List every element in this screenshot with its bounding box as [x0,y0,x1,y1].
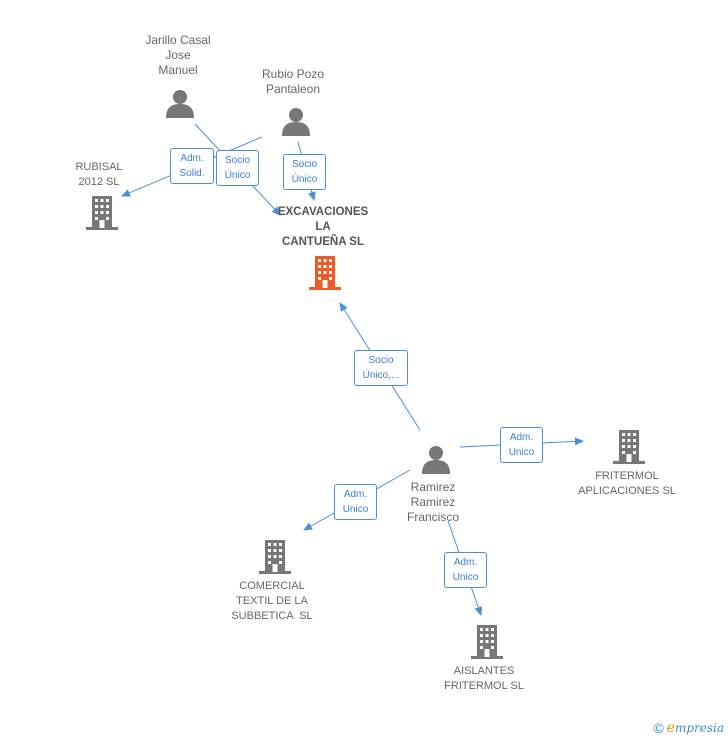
footer-brand: © empresia [653,720,724,736]
person-icon[interactable] [281,106,311,136]
building-icon[interactable] [309,256,341,290]
role-badge-socio-unico-rubio[interactable]: Socio Único [283,154,326,190]
role-badge-socio-unico-jarillo[interactable]: Socio Único [216,150,259,186]
copyright-icon: © [653,720,664,736]
empresia-logo[interactable]: empresia [666,720,724,736]
role-badge-socio-unico-ramirez[interactable]: Socio Único,... [354,350,408,386]
focus-company-label[interactable]: EXCAVACIONES LA CANTUEÑA SL [277,206,369,248]
building-icon[interactable] [86,196,118,230]
building-icon[interactable] [471,625,503,659]
company-label-fritermol-aplicaciones[interactable]: FRITERMOL APLICACIONES SL [578,470,676,497]
building-icon[interactable] [613,430,645,464]
building-icon[interactable] [259,540,291,574]
person-icon[interactable] [421,444,451,474]
person-icon[interactable] [165,88,195,118]
company-label-comercial-textil[interactable]: COMERCIAL TEXTIL DE LA SUBBETICA SL [231,580,313,622]
company-label-aislantes-fritermol[interactable]: AISLANTES FRITERMOL SL [444,665,524,692]
person-label-ramirez[interactable]: Ramirez Ramirez Francisco [406,480,460,524]
person-label-jarillo[interactable]: Jarillo Casal Jose Manuel [145,33,211,77]
company-label-rubisal[interactable]: RUBISAL 2012 SL [75,161,123,188]
person-label-rubio[interactable]: Rubio Pozo Pantaleon [261,67,325,96]
role-badge-adm-unico-comercial[interactable]: Adm. Unico [334,484,377,520]
role-badge-adm-solid[interactable]: Adm. Solid. [170,148,214,184]
role-badge-adm-unico-fritermol[interactable]: Adm. Unico [500,427,543,463]
role-badge-adm-unico-aislantes[interactable]: Adm. Unico [444,552,487,588]
